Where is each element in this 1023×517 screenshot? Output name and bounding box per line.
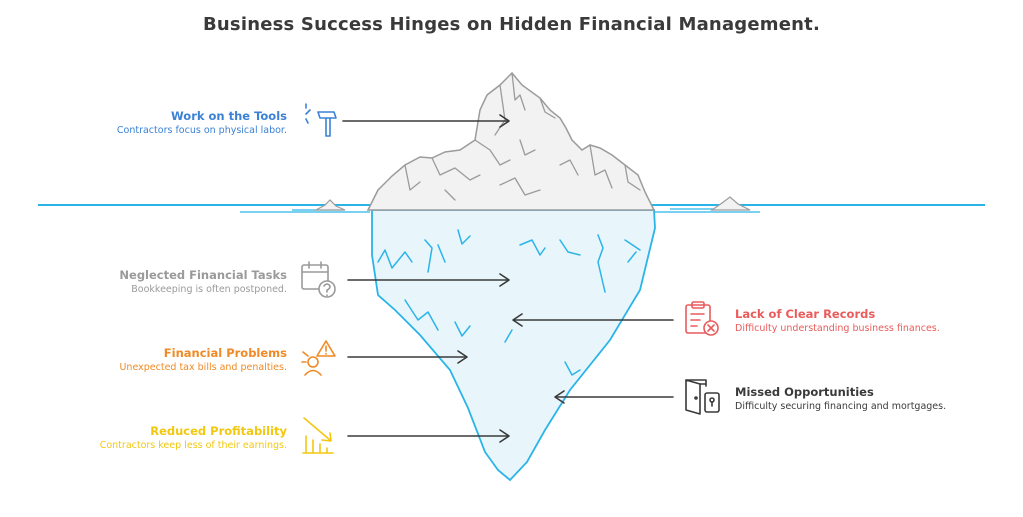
locked-door-icon — [685, 379, 720, 415]
peak-cracks — [404, 72, 641, 201]
label-financial-problems: Financial Problems Unexpected tax bills … — [119, 346, 287, 374]
item-desc: Contractors keep less of their earnings. — [99, 440, 287, 451]
iceberg-peak — [366, 71, 656, 211]
warning-person-icon — [301, 340, 336, 376]
label-missed-opportunities: Missed Opportunities Difficulty securing… — [735, 385, 946, 413]
label-lack-records: Lack of Clear Records Difficulty underst… — [735, 307, 940, 335]
declining-chart-icon — [302, 417, 334, 454]
iceberg-cracks — [377, 229, 641, 376]
small-iceberg-left — [313, 199, 346, 211]
small-iceberg-right — [710, 196, 751, 211]
arrow-missed-opportunities — [554, 390, 674, 404]
label-neglected-tasks: Neglected Financial Tasks Bookkeeping is… — [119, 268, 287, 296]
item-title: Work on the Tools — [171, 109, 287, 123]
label-reduced-profitability: Reduced Profitability Contractors keep l… — [100, 424, 287, 452]
iceberg-underwater — [371, 209, 656, 482]
item-title: Reduced Profitability — [150, 424, 287, 438]
item-desc: Difficulty understanding business financ… — [735, 323, 940, 334]
arrow-reduced-profitability — [347, 429, 510, 443]
arrow-lack-records — [512, 313, 674, 327]
label-work-on-tools: Work on the Tools Contractors focus on p… — [117, 109, 287, 137]
arrow-neglected-tasks — [347, 273, 510, 287]
item-desc: Difficulty securing financing and mortga… — [735, 401, 947, 412]
arrow-work-on-tools — [342, 114, 510, 128]
item-title: Lack of Clear Records — [735, 307, 876, 321]
item-title: Financial Problems — [163, 346, 287, 360]
item-title: Neglected Financial Tasks — [119, 268, 287, 282]
clipboard-error-icon — [685, 301, 719, 336]
item-title: Missed Opportunities — [735, 385, 874, 399]
item-desc: Unexpected tax bills and penalties. — [119, 362, 287, 373]
item-desc: Bookkeeping is often postponed. — [131, 284, 287, 295]
calendar-question-icon — [301, 261, 336, 298]
hammer-icon — [305, 103, 337, 137]
item-desc: Contractors focus on physical labor. — [116, 125, 287, 136]
arrows — [342, 114, 674, 443]
diagram-title: Business Success Hinges on Hidden Financ… — [202, 14, 820, 35]
arrow-financial-problems — [347, 350, 468, 364]
